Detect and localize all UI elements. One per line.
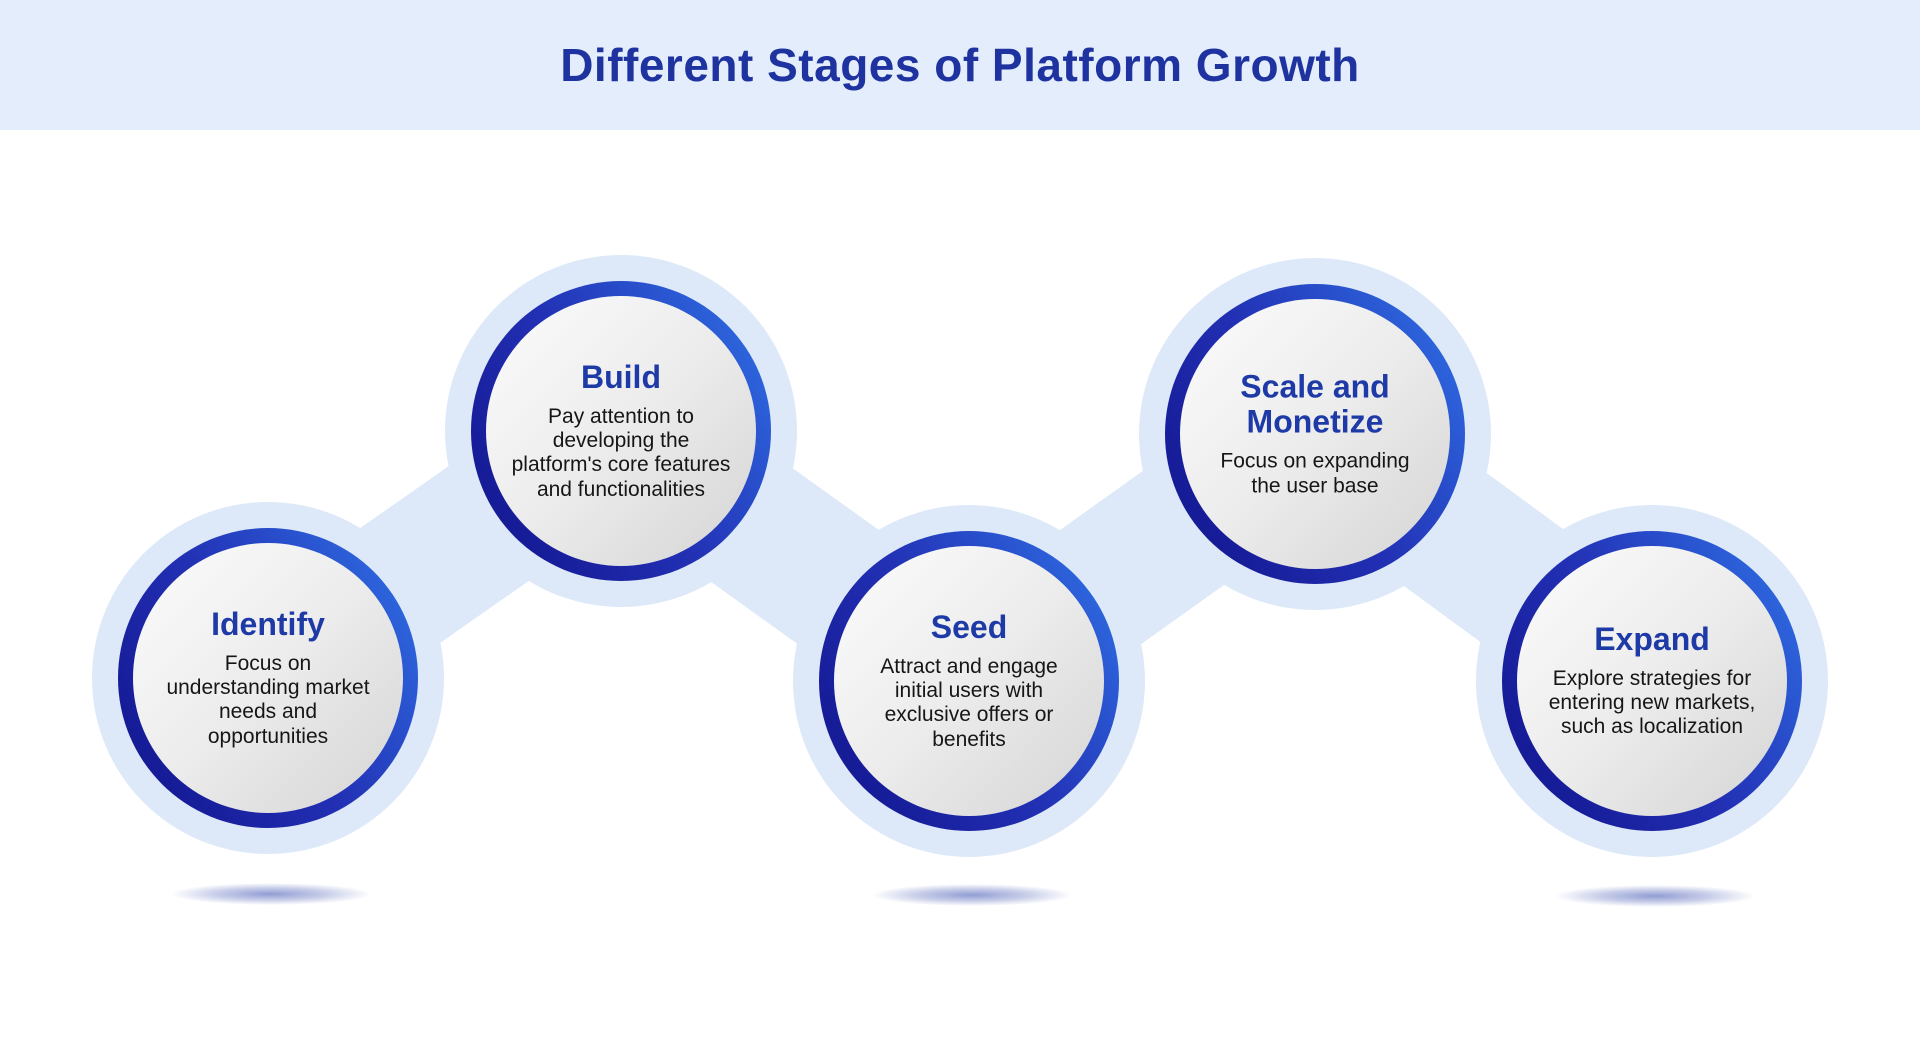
stage-title: Identify — [211, 606, 325, 643]
stage-title: Seed — [930, 609, 1008, 646]
stage-circle-build — [471, 281, 771, 581]
stage-circle-expand — [1502, 531, 1802, 831]
stage-title: Scale and Monetize — [1240, 368, 1390, 440]
stage-inner — [1517, 546, 1787, 816]
page-title: Different Stages of Platform Growth — [560, 39, 1360, 91]
stage-circle-scale-and-monetize — [1165, 284, 1465, 584]
stage-inner — [1180, 299, 1450, 569]
stage-description: Focus on understanding market needs and … — [166, 652, 370, 748]
stage-text-expand: Expand Explore strategies for entering n… — [1527, 622, 1777, 740]
stage-text-scale-and-monetize: Scale and Monetize Focus on expanding th… — [1190, 368, 1440, 499]
stage-description: Focus on expanding the user base — [1220, 450, 1410, 498]
stage-inner — [133, 543, 403, 813]
ground-shadow — [1555, 885, 1755, 907]
stage-description: Attract and engage initial users with ex… — [880, 655, 1058, 751]
stage-description: Explore strategies for entering new mark… — [1548, 667, 1756, 739]
stage-text-build: Build Pay attention to developing the pl… — [496, 359, 746, 502]
stage-inner — [834, 546, 1104, 816]
stage-inner — [486, 296, 756, 566]
stage-text-seed: Seed Attract and engage initial users wi… — [844, 609, 1094, 752]
header-band: Different Stages of Platform Growth — [0, 0, 1920, 130]
stage-circle-identify — [118, 528, 418, 828]
stage-circle-seed — [819, 531, 1119, 831]
stage-description: Pay attention to developing the platform… — [511, 405, 731, 501]
ground-shadow — [872, 884, 1072, 906]
stage-title: Expand — [1594, 621, 1710, 658]
stage-text-identify: Identify Focus on understanding market n… — [143, 606, 393, 749]
ground-shadow — [171, 883, 371, 905]
stage-title: Build — [581, 359, 661, 396]
